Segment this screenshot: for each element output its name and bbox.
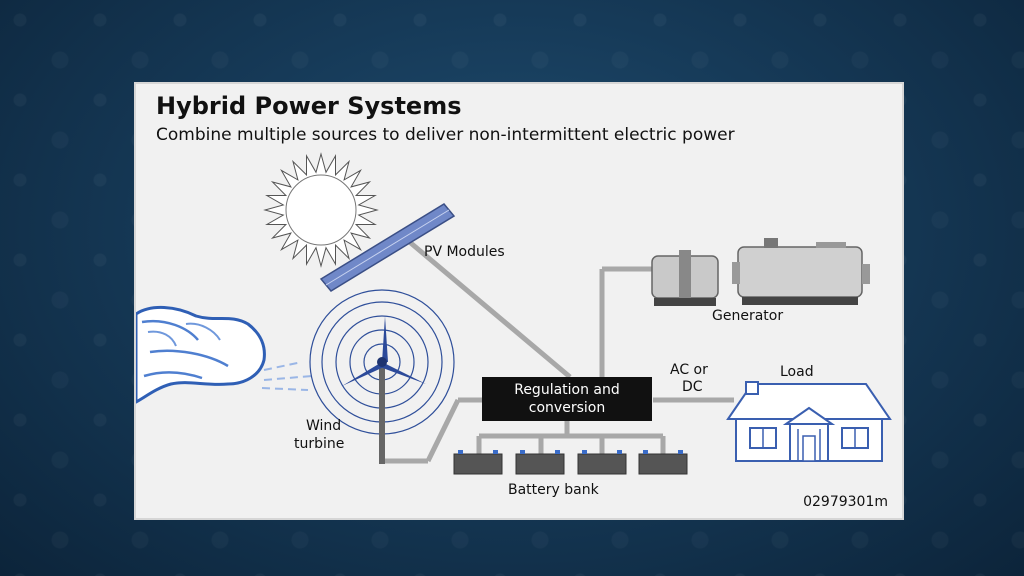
label-battery-bank: Battery bank	[508, 482, 599, 498]
wind-turbine-icon	[309, 289, 455, 464]
label-generator: Generator	[712, 308, 784, 324]
regulation-conversion-box: Regulation and conversion	[482, 377, 652, 421]
label-wind: Wind	[306, 418, 342, 434]
diagram-canvas	[136, 152, 892, 475]
diagram-card: Hybrid Power Systems Combine multiple so…	[134, 82, 904, 520]
connector-lines	[382, 237, 734, 464]
label-ac-or: AC or	[670, 362, 708, 378]
diagram-title: Hybrid Power Systems	[156, 92, 462, 120]
battery-icon	[515, 450, 565, 475]
label-pv-modules: PV Modules	[424, 244, 505, 260]
sun-icon	[263, 152, 379, 268]
label-load: Load	[780, 364, 814, 380]
diagram-subtitle: Combine multiple sources to deliver non-…	[156, 125, 735, 145]
generator-icon	[651, 238, 870, 306]
figure-code: 02979301m	[803, 494, 888, 510]
house-icon	[726, 381, 892, 462]
label-dc: DC	[682, 379, 703, 395]
regulation-label: Regulation and conversion	[514, 382, 620, 416]
battery-bank	[453, 450, 688, 475]
wind-gust-icon	[136, 305, 313, 404]
battery-icon	[638, 450, 688, 475]
pv-panel-icon	[319, 203, 456, 292]
battery-icon	[577, 450, 627, 475]
label-turbine: turbine	[294, 436, 345, 452]
battery-icon	[453, 450, 503, 475]
